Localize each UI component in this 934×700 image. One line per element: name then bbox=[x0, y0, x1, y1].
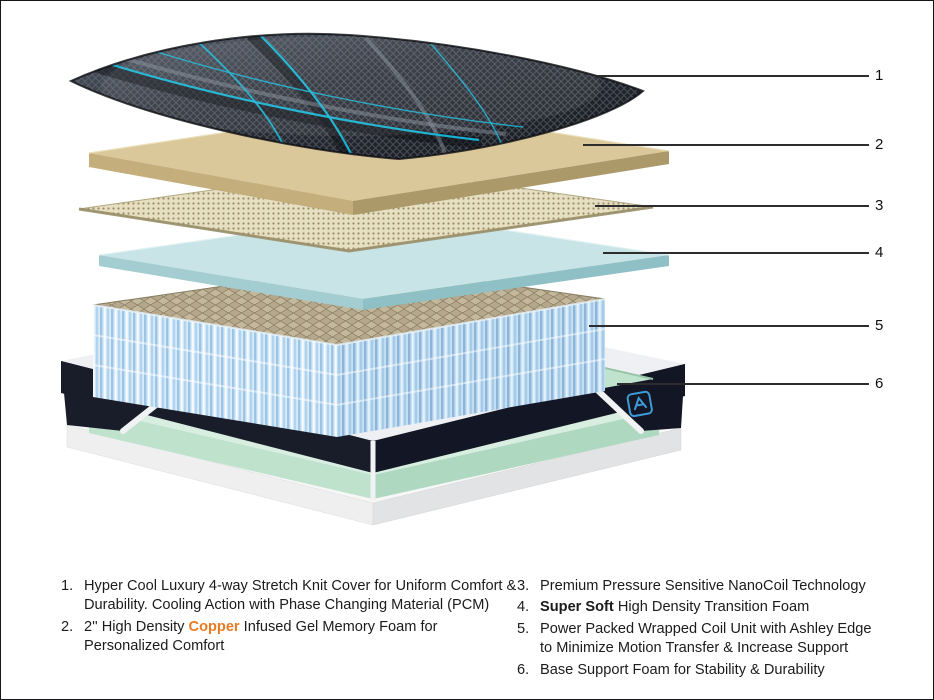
legend-item-6-segment: Base Support Foam for Stability & Durabi… bbox=[540, 661, 825, 678]
legend-column-right: 3. Premium Pressure Sensitive NanoCoil T… bbox=[517, 577, 879, 682]
legend-item-2: 2. 2'' High Density Copper Infused Gel M… bbox=[61, 618, 531, 657]
legend-item-4-segment: High Density Transition Foam bbox=[613, 599, 810, 616]
legend-item-6: 6. Base Support Foam for Stability & Dur… bbox=[517, 661, 879, 680]
legend-item-1-text: Hyper Cool Luxury 4-way Stretch Knit Cov… bbox=[84, 577, 531, 616]
legend-item-5-number: 5. bbox=[517, 620, 530, 637]
mattress-diagram bbox=[61, 32, 685, 526]
legend-item-4-text: Super Soft High Density Transition Foam bbox=[540, 598, 879, 617]
callout-line-4 bbox=[603, 252, 869, 254]
callout-number-4: 4 bbox=[875, 244, 884, 261]
legend-item-4: 4. Super Soft High Density Transition Fo… bbox=[517, 598, 879, 617]
legend-item-6-number: 6. bbox=[517, 661, 530, 678]
callout-number-2: 2 bbox=[875, 136, 884, 153]
super-soft-highlight-text: Super Soft bbox=[540, 599, 614, 616]
legend-item-1: 1. Hyper Cool Luxury 4-way Stretch Knit … bbox=[61, 577, 531, 616]
legend-item-2-segment: Infused Gel Memory Foam for Personalized… bbox=[84, 618, 438, 655]
callout-number-3: 3 bbox=[875, 197, 884, 214]
legend-item-2-number: 2. bbox=[61, 618, 74, 635]
callout-line-5 bbox=[589, 325, 869, 327]
legend-item-6-text: Base Support Foam for Stability & Durabi… bbox=[540, 661, 879, 680]
callout-line-6 bbox=[617, 383, 869, 385]
callout-line-3 bbox=[595, 205, 869, 207]
callout-line-1 bbox=[597, 75, 869, 77]
legend-item-5-segment: Power Packed Wrapped Coil Unit with Ashl… bbox=[540, 620, 872, 657]
legend-item-4-number: 4. bbox=[517, 599, 530, 616]
legend-column-left: 1. Hyper Cool Luxury 4-way Stretch Knit … bbox=[61, 577, 531, 659]
callout-number-5: 5 bbox=[875, 317, 884, 334]
legend-item-3-text: Premium Pressure Sensitive NanoCoil Tech… bbox=[540, 577, 879, 596]
ashley-logo-icon bbox=[626, 390, 653, 418]
legend-item-2-segment: 2'' High Density bbox=[84, 618, 189, 635]
copper-highlight-text: Copper bbox=[188, 618, 240, 635]
callout-number-1: 1 bbox=[875, 67, 884, 84]
legend-item-5-text: Power Packed Wrapped Coil Unit with Ashl… bbox=[540, 620, 879, 659]
legend-item-2-text: 2'' High Density Copper Infused Gel Memo… bbox=[84, 618, 476, 657]
legend-item-3-number: 3. bbox=[517, 578, 530, 594]
legend-item-3-segment: Premium Pressure Sensitive NanoCoil Tech… bbox=[540, 578, 866, 594]
callout-number-6: 6 bbox=[875, 375, 884, 392]
legend-item-5: 5. Power Packed Wrapped Coil Unit with A… bbox=[517, 620, 879, 659]
transition-foam-layer bbox=[98, 212, 670, 310]
legend-item-3: 3. Premium Pressure Sensitive NanoCoil T… bbox=[517, 577, 879, 596]
legend-item-1-number: 1. bbox=[61, 578, 74, 594]
legend-item-1-segment: Hyper Cool Luxury 4-way Stretch Knit Cov… bbox=[84, 578, 517, 614]
callout-line-2 bbox=[583, 144, 869, 146]
